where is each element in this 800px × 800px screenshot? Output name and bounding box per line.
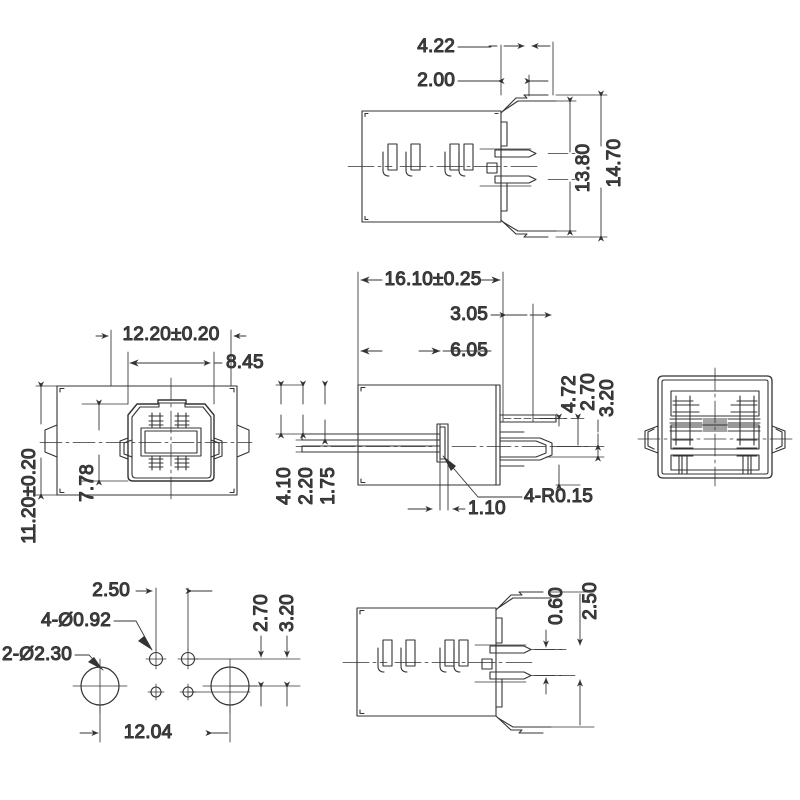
dim-13-80: 13.80	[573, 144, 594, 193]
dim-3-20-side: 3.20	[597, 379, 618, 417]
dim-6-05: 6.05	[450, 340, 488, 361]
dim-2-70-side: 2.70	[578, 373, 599, 411]
dim-0-60: 0.60	[546, 587, 567, 625]
view-bottom	[342, 591, 576, 734]
dimensions-footprint: 2.50 4-Ø0.92 2-Ø2.30 12.04 2.70 3.20	[1, 579, 301, 744]
dim-8-45: 8.45	[226, 352, 264, 373]
dim-11-20: 11.20±0.20	[19, 448, 40, 544]
dim-1-10: 1.10	[468, 498, 506, 519]
dim-1-75: 1.75	[318, 467, 339, 505]
dim-12-20: 12.20±0.20	[123, 324, 220, 345]
dim-3-20-footprint: 3.20	[277, 594, 298, 632]
dim-2-50-bottom: 2.50	[580, 582, 601, 620]
dim-7-78: 7.78	[77, 464, 98, 502]
dimensions-front: 12.20±0.20 8.45 7.78 11.20±0.20	[18, 323, 264, 544]
dim-2-50: 2.50	[92, 580, 130, 601]
dim-4-r015: 4-R0.15	[524, 486, 593, 507]
dim-3-05: 3.05	[450, 304, 488, 325]
view-right-end	[637, 367, 793, 487]
dim-2-00: 2.00	[417, 70, 455, 91]
dim-2-70-footprint: 2.70	[251, 594, 272, 632]
hole-small-3	[147, 683, 165, 701]
view-front	[39, 377, 253, 504]
dim-4-phi-0-92: 4-Ø0.92	[41, 610, 111, 631]
dim-4-10: 4.10	[274, 467, 295, 505]
dim-14-70: 14.70	[604, 139, 625, 188]
view-top	[347, 94, 577, 238]
dim-2-phi-2-30: 2-Ø2.30	[2, 644, 72, 665]
dimensions-bottom: 0.60 2.50	[530, 582, 602, 728]
dim-2-20: 2.20	[296, 467, 317, 505]
dim-4-72: 4.72	[559, 375, 580, 413]
dim-16-10: 16.10±0.25	[385, 269, 482, 290]
dimensions-side-section: 16.10±0.25 3.05 6.05 4.10 2.20 1.75 1.10…	[273, 268, 618, 519]
hole-small-1	[145, 648, 167, 670]
dim-12-04: 12.04	[124, 722, 173, 743]
dimensions-top: 4.22 2.00 13.80 14.70	[417, 35, 626, 242]
dim-4-22: 4.22	[417, 36, 455, 57]
